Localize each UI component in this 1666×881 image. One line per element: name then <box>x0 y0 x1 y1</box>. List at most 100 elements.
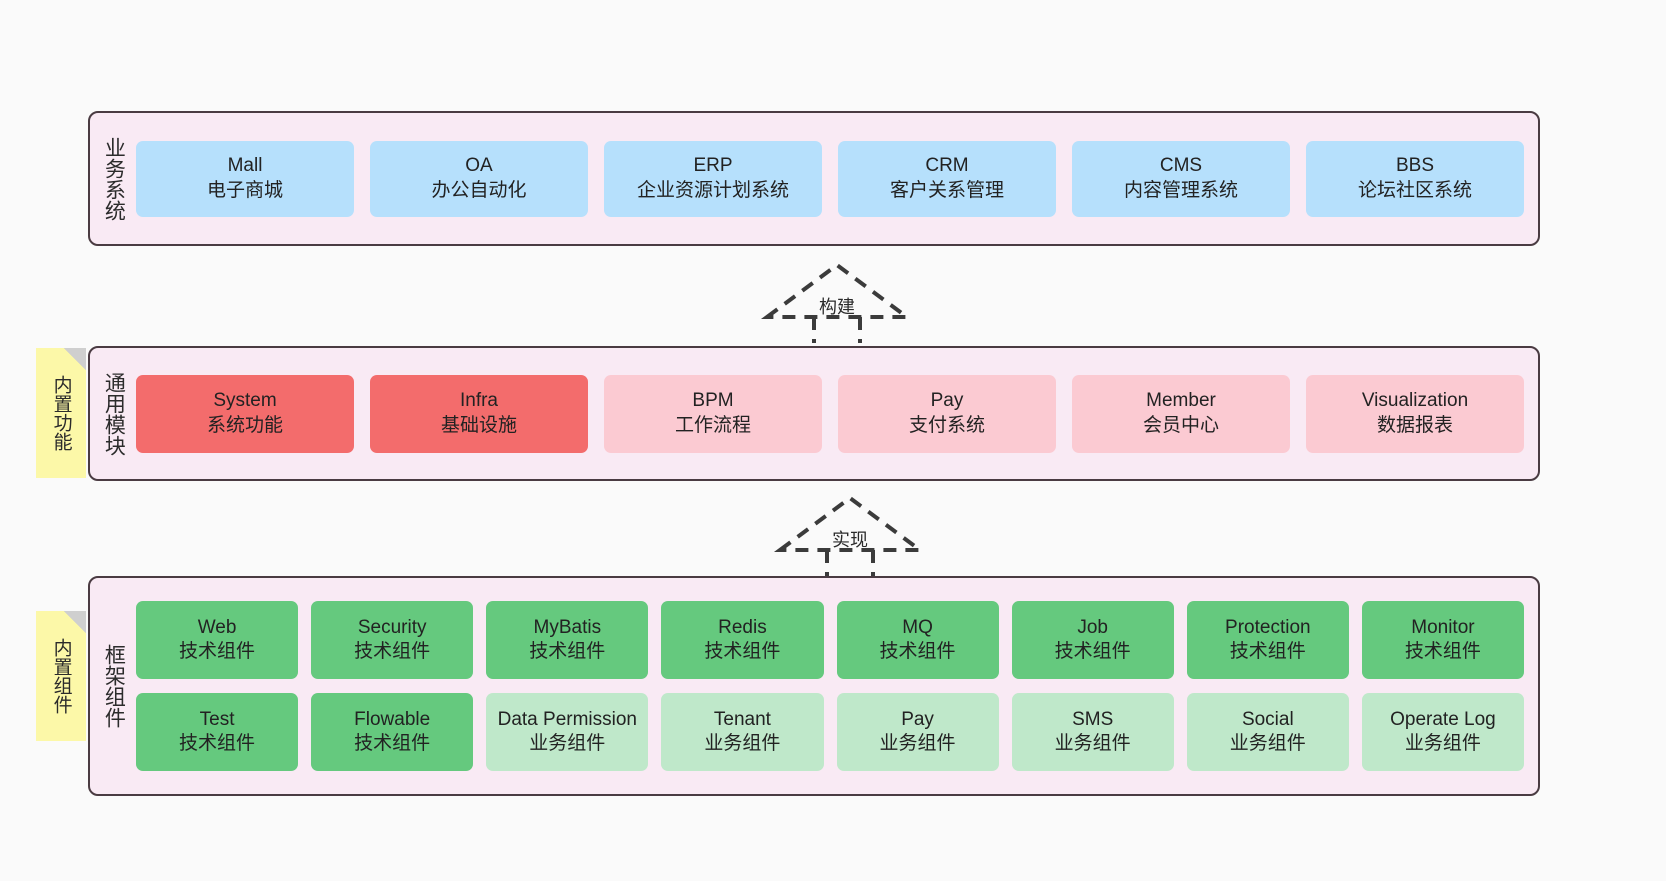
sticky-note-text: 内置功能 <box>50 375 72 451</box>
layer-label-framework: 框架组件 <box>102 644 126 728</box>
card-member[interactable]: Member 会员中心 <box>1072 374 1290 453</box>
card-title-en: Infra <box>459 390 499 412</box>
card-sms[interactable]: SMS 业务组件 <box>1011 693 1174 771</box>
card-title-cn: 业务组件 <box>704 733 781 754</box>
card-title-cn: 业务组件 <box>1404 733 1481 754</box>
card-title-en: Security <box>357 616 427 638</box>
layer-framework-components: 框架组件 Web 技术组件 Security 技术组件 MyBatis 技术组件… <box>88 576 1540 796</box>
card-title-en: Data Permission <box>497 708 637 730</box>
card-title-cn: 支付系统 <box>908 414 985 436</box>
card-title-en: SMS <box>1072 708 1114 730</box>
card-title-en: OA <box>465 155 493 177</box>
card-title-cn: 技术组件 <box>179 733 256 754</box>
card-pay-business[interactable]: Pay 业务组件 <box>836 693 999 771</box>
card-visualization[interactable]: Visualization 数据报表 <box>1306 374 1524 453</box>
card-security[interactable]: Security 技术组件 <box>311 601 474 679</box>
card-tenant[interactable]: Tenant 业务组件 <box>661 693 824 771</box>
card-title-cn: 企业资源计划系统 <box>636 179 789 201</box>
layer-label-common: 通用模块 <box>102 371 126 456</box>
card-system[interactable]: System 系统功能 <box>136 374 354 453</box>
card-job[interactable]: Job 技术组件 <box>1011 601 1174 679</box>
connector-label-implement: 实现 <box>832 530 868 550</box>
card-title-cn: 技术组件 <box>704 641 781 662</box>
card-title-en: BPM <box>692 390 734 412</box>
card-title-cn: 内容管理系统 <box>1123 179 1238 201</box>
card-mq[interactable]: MQ 技术组件 <box>836 601 999 679</box>
card-pay[interactable]: Pay 支付系统 <box>838 374 1056 453</box>
card-title-en: Web <box>197 616 237 638</box>
card-title-en: MyBatis <box>533 616 602 638</box>
layer-body-common: System 系统功能 Infra 基础设施 BPM 工作流程 Pay 支付系统… <box>136 348 1538 479</box>
layer-label-business: 业务系统 <box>102 136 126 221</box>
card-title-cn: 技术组件 <box>879 641 956 662</box>
layer-business-systems: 业务系统 Mall 电子商城 OA 办公自动化 ERP 企业资源计划系统 CRM… <box>88 111 1540 246</box>
card-monitor[interactable]: Monitor 技术组件 <box>1361 601 1524 679</box>
card-title-en: Redis <box>718 616 767 638</box>
card-title-cn: 技术组件 <box>354 733 431 754</box>
card-crm[interactable]: CRM 客户关系管理 <box>838 140 1056 217</box>
card-title-cn: 业务组件 <box>879 733 956 754</box>
card-redis[interactable]: Redis 技术组件 <box>661 601 824 679</box>
card-infra[interactable]: Infra 基础设施 <box>370 374 588 453</box>
card-test[interactable]: Test 技术组件 <box>136 693 299 771</box>
card-row: System 系统功能 Infra 基础设施 BPM 工作流程 Pay 支付系统… <box>136 374 1524 453</box>
card-title-cn: 技术组件 <box>179 641 256 662</box>
layer-common-modules: 通用模块 System 系统功能 Infra 基础设施 BPM 工作流程 Pay… <box>88 346 1540 481</box>
card-title-en: Protection <box>1225 616 1311 638</box>
card-title-cn: 业务组件 <box>1229 733 1306 754</box>
card-mybatis[interactable]: MyBatis 技术组件 <box>486 601 649 679</box>
card-title-cn: 基础设施 <box>440 414 517 436</box>
layer-body-business: Mall 电子商城 OA 办公自动化 ERP 企业资源计划系统 CRM 客户关系… <box>136 113 1538 244</box>
card-title-cn: 工作流程 <box>674 414 751 436</box>
card-title-cn: 技术组件 <box>529 641 606 662</box>
card-title-en: Pay <box>901 708 934 730</box>
card-title-en: CMS <box>1159 155 1203 177</box>
card-title-cn: 会员中心 <box>1142 414 1219 436</box>
card-title-cn: 电子商城 <box>206 179 283 201</box>
card-title-en: Social <box>1241 708 1294 730</box>
layer-body-framework: Web 技术组件 Security 技术组件 MyBatis 技术组件 Redi… <box>136 578 1538 794</box>
card-flowable[interactable]: Flowable 技术组件 <box>311 693 474 771</box>
card-title-en: Monitor <box>1411 616 1475 638</box>
card-title-en: Mall <box>227 155 263 177</box>
card-social[interactable]: Social 业务组件 <box>1186 693 1349 771</box>
card-operate-log[interactable]: Operate Log 业务组件 <box>1361 693 1524 771</box>
card-title-cn: 技术组件 <box>1229 641 1306 662</box>
connector-implement: 实现 <box>770 490 930 576</box>
sticky-note-text: 内置组件 <box>50 638 72 714</box>
card-title-en: Flowable <box>354 708 431 730</box>
card-title-en: ERP <box>693 155 733 177</box>
card-title-en: MQ <box>902 616 933 638</box>
card-row: Test 技术组件 Flowable 技术组件 Data Permission … <box>136 693 1524 771</box>
card-title-cn: 系统功能 <box>206 414 283 436</box>
card-title-cn: 论坛社区系统 <box>1357 179 1472 201</box>
card-title-en: CRM <box>925 155 969 177</box>
realization-arrow-icon <box>773 495 927 576</box>
card-data-permission[interactable]: Data Permission 业务组件 <box>486 693 649 771</box>
card-title-en: Tenant <box>713 708 771 730</box>
card-title-en: System <box>213 390 277 412</box>
card-cms[interactable]: CMS 内容管理系统 <box>1072 140 1290 217</box>
card-row: Mall 电子商城 OA 办公自动化 ERP 企业资源计划系统 CRM 客户关系… <box>136 140 1524 217</box>
card-title-en: Pay <box>930 390 964 412</box>
connector-build: 构建 <box>757 257 917 343</box>
card-web[interactable]: Web 技术组件 <box>136 601 299 679</box>
card-protection[interactable]: Protection 技术组件 <box>1186 601 1349 679</box>
card-title-cn: 办公自动化 <box>431 179 527 201</box>
card-title-cn: 技术组件 <box>1054 641 1131 662</box>
card-title-cn: 技术组件 <box>1404 641 1481 662</box>
sticky-note-builtin-functions: 内置功能 <box>36 348 86 478</box>
card-oa[interactable]: OA 办公自动化 <box>370 140 588 217</box>
card-title-en: Visualization <box>1361 390 1469 412</box>
card-title-cn: 业务组件 <box>529 733 606 754</box>
card-bbs[interactable]: BBS 论坛社区系统 <box>1306 140 1524 217</box>
card-title-en: Operate Log <box>1390 708 1496 730</box>
card-title-cn: 数据报表 <box>1376 414 1453 436</box>
card-erp[interactable]: ERP 企业资源计划系统 <box>604 140 822 217</box>
card-mall[interactable]: Mall 电子商城 <box>136 140 354 217</box>
card-title-cn: 业务组件 <box>1054 733 1131 754</box>
card-bpm[interactable]: BPM 工作流程 <box>604 374 822 453</box>
realization-arrow-icon <box>760 262 914 343</box>
card-title-en: Test <box>199 708 235 730</box>
card-title-cn: 客户关系管理 <box>889 179 1004 201</box>
